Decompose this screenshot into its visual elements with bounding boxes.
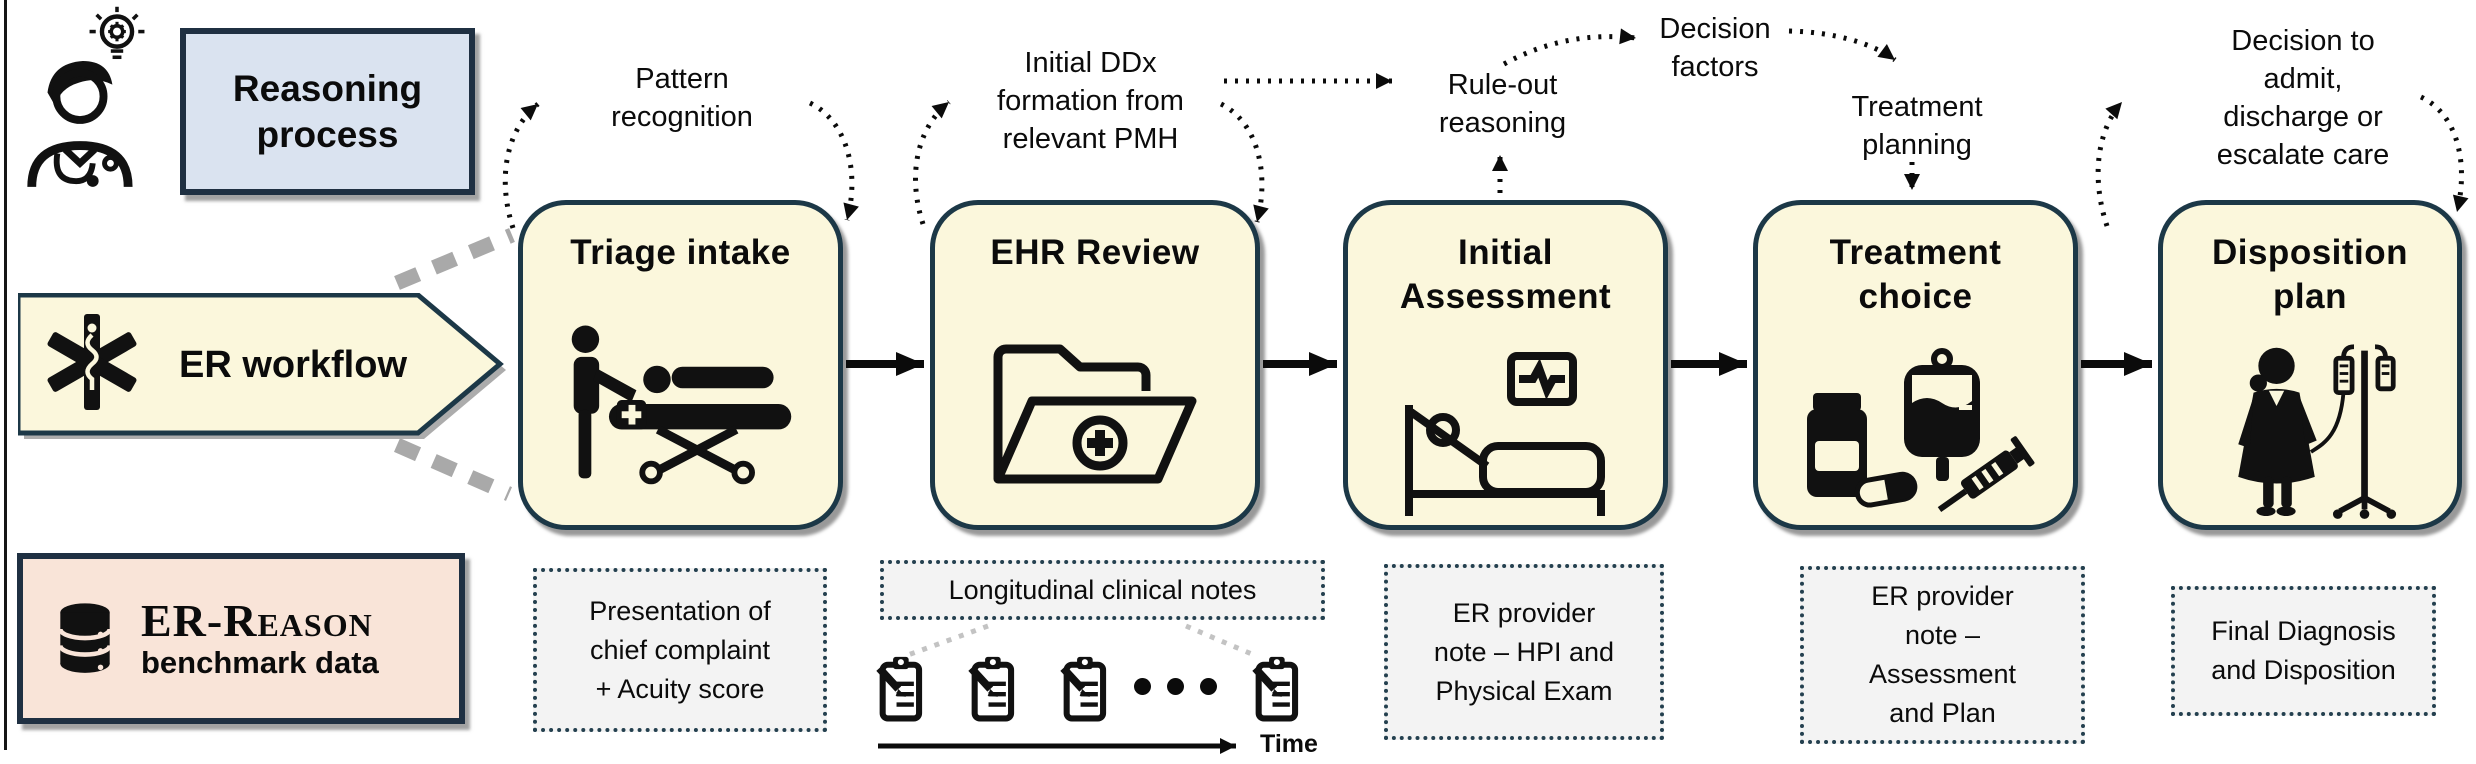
annotation-decision-factors: Decision factors [1659,13,1771,83]
idea-lightbulb-icon [89,6,145,60]
stretcher-patient-icon [571,325,792,485]
data-note-disposition: Final Diagnosis and Disposition [2171,586,2436,716]
stage-box-ehr-review: EHR Review [930,200,1260,530]
medications-icon [1806,348,2034,513]
time-label: Time [1260,730,1318,758]
stage-title-ehr-review: EHR Review [990,233,1200,272]
stage-title-triage: Triage intake [570,233,791,272]
clipboard-pencil-icon [1060,656,1107,722]
stage-box-disposition-plan: Disposition plan [2158,200,2462,530]
database-icon [58,602,112,673]
benchmark-title: ER-Reason [141,594,373,646]
data-note-initial-assessment: ER provider note – HPI and Physical Exam [1384,564,1664,740]
benchmark-subtitle: benchmark data [141,644,379,680]
medical-folder-icon [993,344,1197,484]
clipboard-pencil-icon [1252,656,1299,722]
data-note-treatment: ER provider note – Assessment and Plan [1800,566,2085,744]
clipboard-pencil-icon [876,656,923,722]
figure-left-border [4,0,7,750]
stage-box-triage: Triage intake [518,200,843,530]
er-workflow-banner [18,293,506,439]
annotation-pattern-recognition: Pattern recognition [611,63,753,133]
stage-title-treatment-choice: Treatment choice [1829,233,2002,316]
clipboard-pencil-icon [968,656,1015,722]
annotation-initial-ddx: Initial DDx formation from relevant PMH [997,47,1184,155]
er-workflow-label: ER workflow [178,343,408,386]
reasoning-process-label: Reasoning process [180,28,475,195]
benchmark-data-box: ER-Reason benchmark data [17,553,465,724]
data-note-ehr-label: Longitudinal clinical notes [880,560,1325,620]
notes-callout-lines [907,623,1255,658]
annotation-disposition-decision: Decision to admit, discharge or escalate… [2216,25,2390,171]
annotation-treatment-planning: Treatment planning [1851,91,1983,161]
hospital-bed-icon [1404,352,1605,516]
stage-box-treatment-choice: Treatment choice [1753,200,2078,530]
data-note-triage: Presentation of chief complaint + Acuity… [533,568,827,732]
annotation-rule-out-reasoning: Rule-out reasoning [1438,69,1567,139]
star-of-life-icon [47,314,137,410]
clinician-icon [27,61,133,188]
ellipsis-dots [1134,678,1217,695]
stage-title-initial-assessment: Initial Assessment [1399,233,1612,316]
patient-iv-pole-icon [2238,344,2397,519]
stage-box-initial-assessment: Initial Assessment [1343,200,1668,530]
stage-title-disposition-plan: Disposition plan [2211,233,2409,316]
